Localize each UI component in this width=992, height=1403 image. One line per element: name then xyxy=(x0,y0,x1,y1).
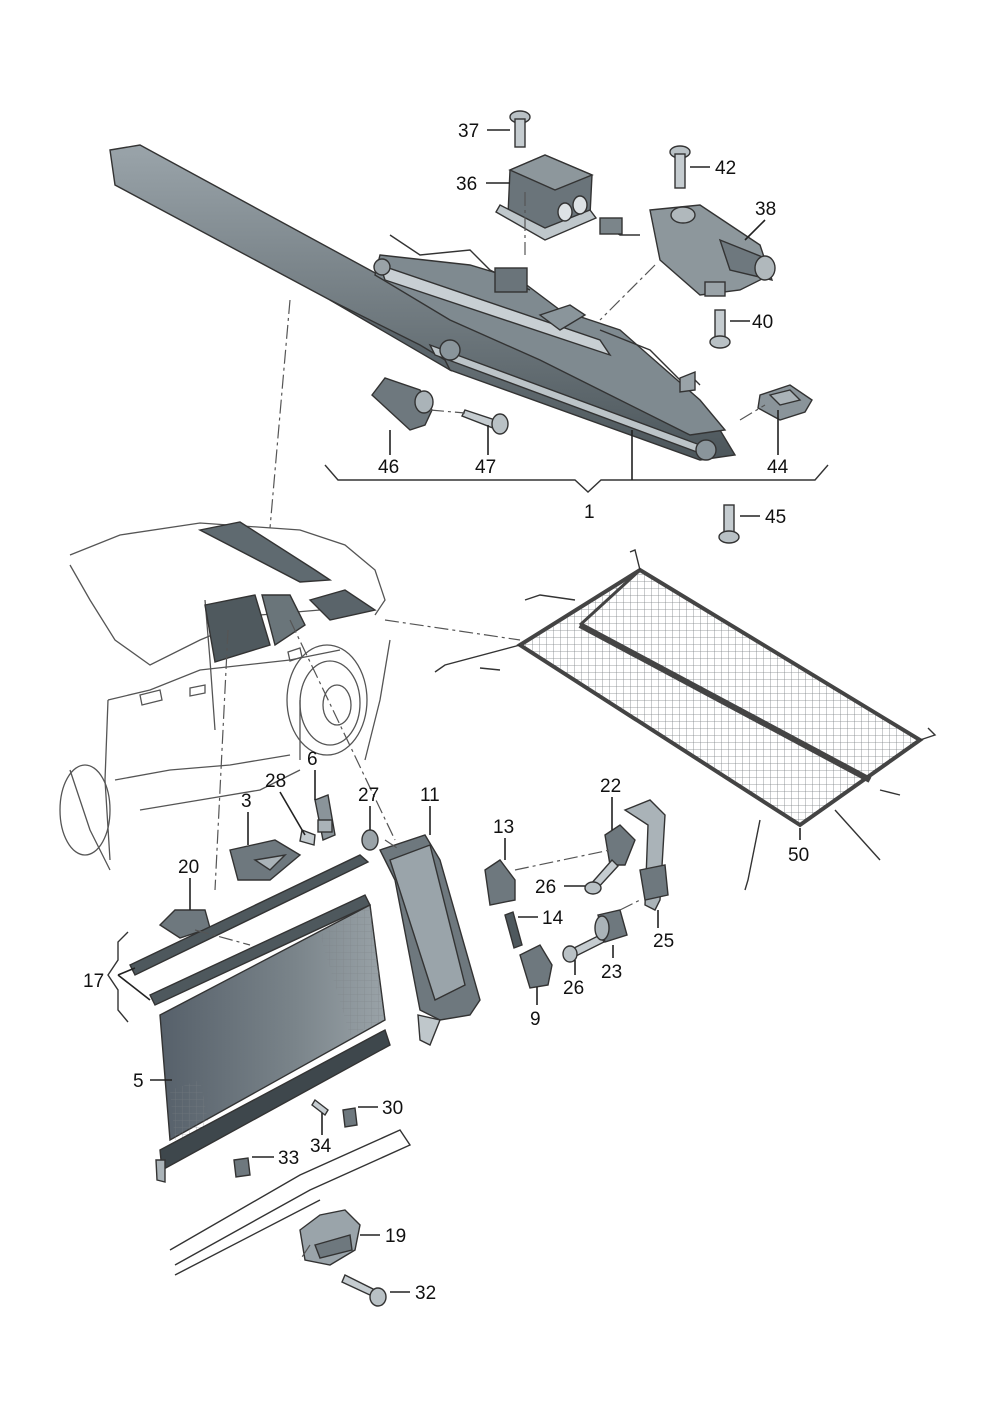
screw-40 xyxy=(709,309,731,349)
label-19: 19 xyxy=(385,1226,406,1247)
screw-26-upper xyxy=(584,858,619,895)
screw-47 xyxy=(461,409,509,435)
control-unit-36 xyxy=(495,154,598,241)
label-28: 28 xyxy=(265,771,286,792)
label-33: 33 xyxy=(278,1148,299,1169)
screw-37 xyxy=(509,110,531,148)
retainer-19 xyxy=(299,1209,361,1266)
label-44: 44 xyxy=(767,457,789,478)
label-50: 50 xyxy=(788,845,809,866)
callout-labels: 37 36 42 38 40 46 47 44 1 45 6 28 3 27 1… xyxy=(83,121,809,1304)
label-11: 11 xyxy=(420,785,440,806)
cargo-net-50 xyxy=(434,549,937,891)
screw-28 xyxy=(299,829,316,846)
end-cap-46 xyxy=(371,377,434,431)
rear-window-blind-assembly xyxy=(109,144,737,461)
bumper-23 xyxy=(594,909,628,943)
label-26-upper: 26 xyxy=(535,877,556,898)
side-window-blind-5 xyxy=(155,903,391,1183)
label-1: 1 xyxy=(584,502,595,523)
label-45: 45 xyxy=(765,507,786,528)
label-40: 40 xyxy=(752,312,773,333)
label-6: 6 xyxy=(307,749,318,770)
label-27: 27 xyxy=(358,785,379,806)
door-sill xyxy=(169,1129,412,1276)
label-20: 20 xyxy=(178,857,199,878)
label-47: 47 xyxy=(475,457,496,478)
label-32: 32 xyxy=(415,1283,436,1304)
motor-38 xyxy=(599,204,776,297)
label-30: 30 xyxy=(382,1098,403,1119)
callout-leaders xyxy=(150,129,801,1293)
screw-45 xyxy=(718,504,740,544)
label-22: 22 xyxy=(600,776,621,797)
cap-9 xyxy=(519,944,553,989)
bracket-25 xyxy=(623,799,669,911)
label-13: 13 xyxy=(493,817,514,838)
screw-26-lower xyxy=(562,934,605,963)
screw-34 xyxy=(311,1098,329,1117)
cap-13 xyxy=(484,859,516,906)
cover-3 xyxy=(229,839,302,881)
label-26-lower: 26 xyxy=(563,978,584,999)
label-25: 25 xyxy=(653,931,674,952)
clip-30 xyxy=(342,1107,358,1128)
label-9: 9 xyxy=(530,1009,541,1030)
label-14: 14 xyxy=(542,908,564,929)
label-38: 38 xyxy=(755,199,776,220)
cover-panel-11 xyxy=(379,834,481,1046)
strip-14 xyxy=(504,911,523,949)
label-17: 17 xyxy=(83,971,104,992)
clip-44 xyxy=(757,384,813,421)
label-34: 34 xyxy=(310,1136,332,1157)
cover-22 xyxy=(604,824,636,866)
clip-33 xyxy=(233,1157,251,1178)
label-37: 37 xyxy=(458,121,479,142)
label-46: 46 xyxy=(378,457,399,478)
label-36: 36 xyxy=(456,174,477,195)
label-5: 5 xyxy=(133,1071,144,1092)
screw-42 xyxy=(669,145,691,189)
screw-32 xyxy=(341,1274,387,1307)
label-23: 23 xyxy=(601,962,622,983)
car-silhouette xyxy=(59,521,391,871)
label-3: 3 xyxy=(241,791,252,812)
bracket-1 xyxy=(324,464,829,493)
holder-6 xyxy=(314,794,336,841)
nut-27 xyxy=(361,829,379,851)
label-42: 42 xyxy=(715,158,736,179)
